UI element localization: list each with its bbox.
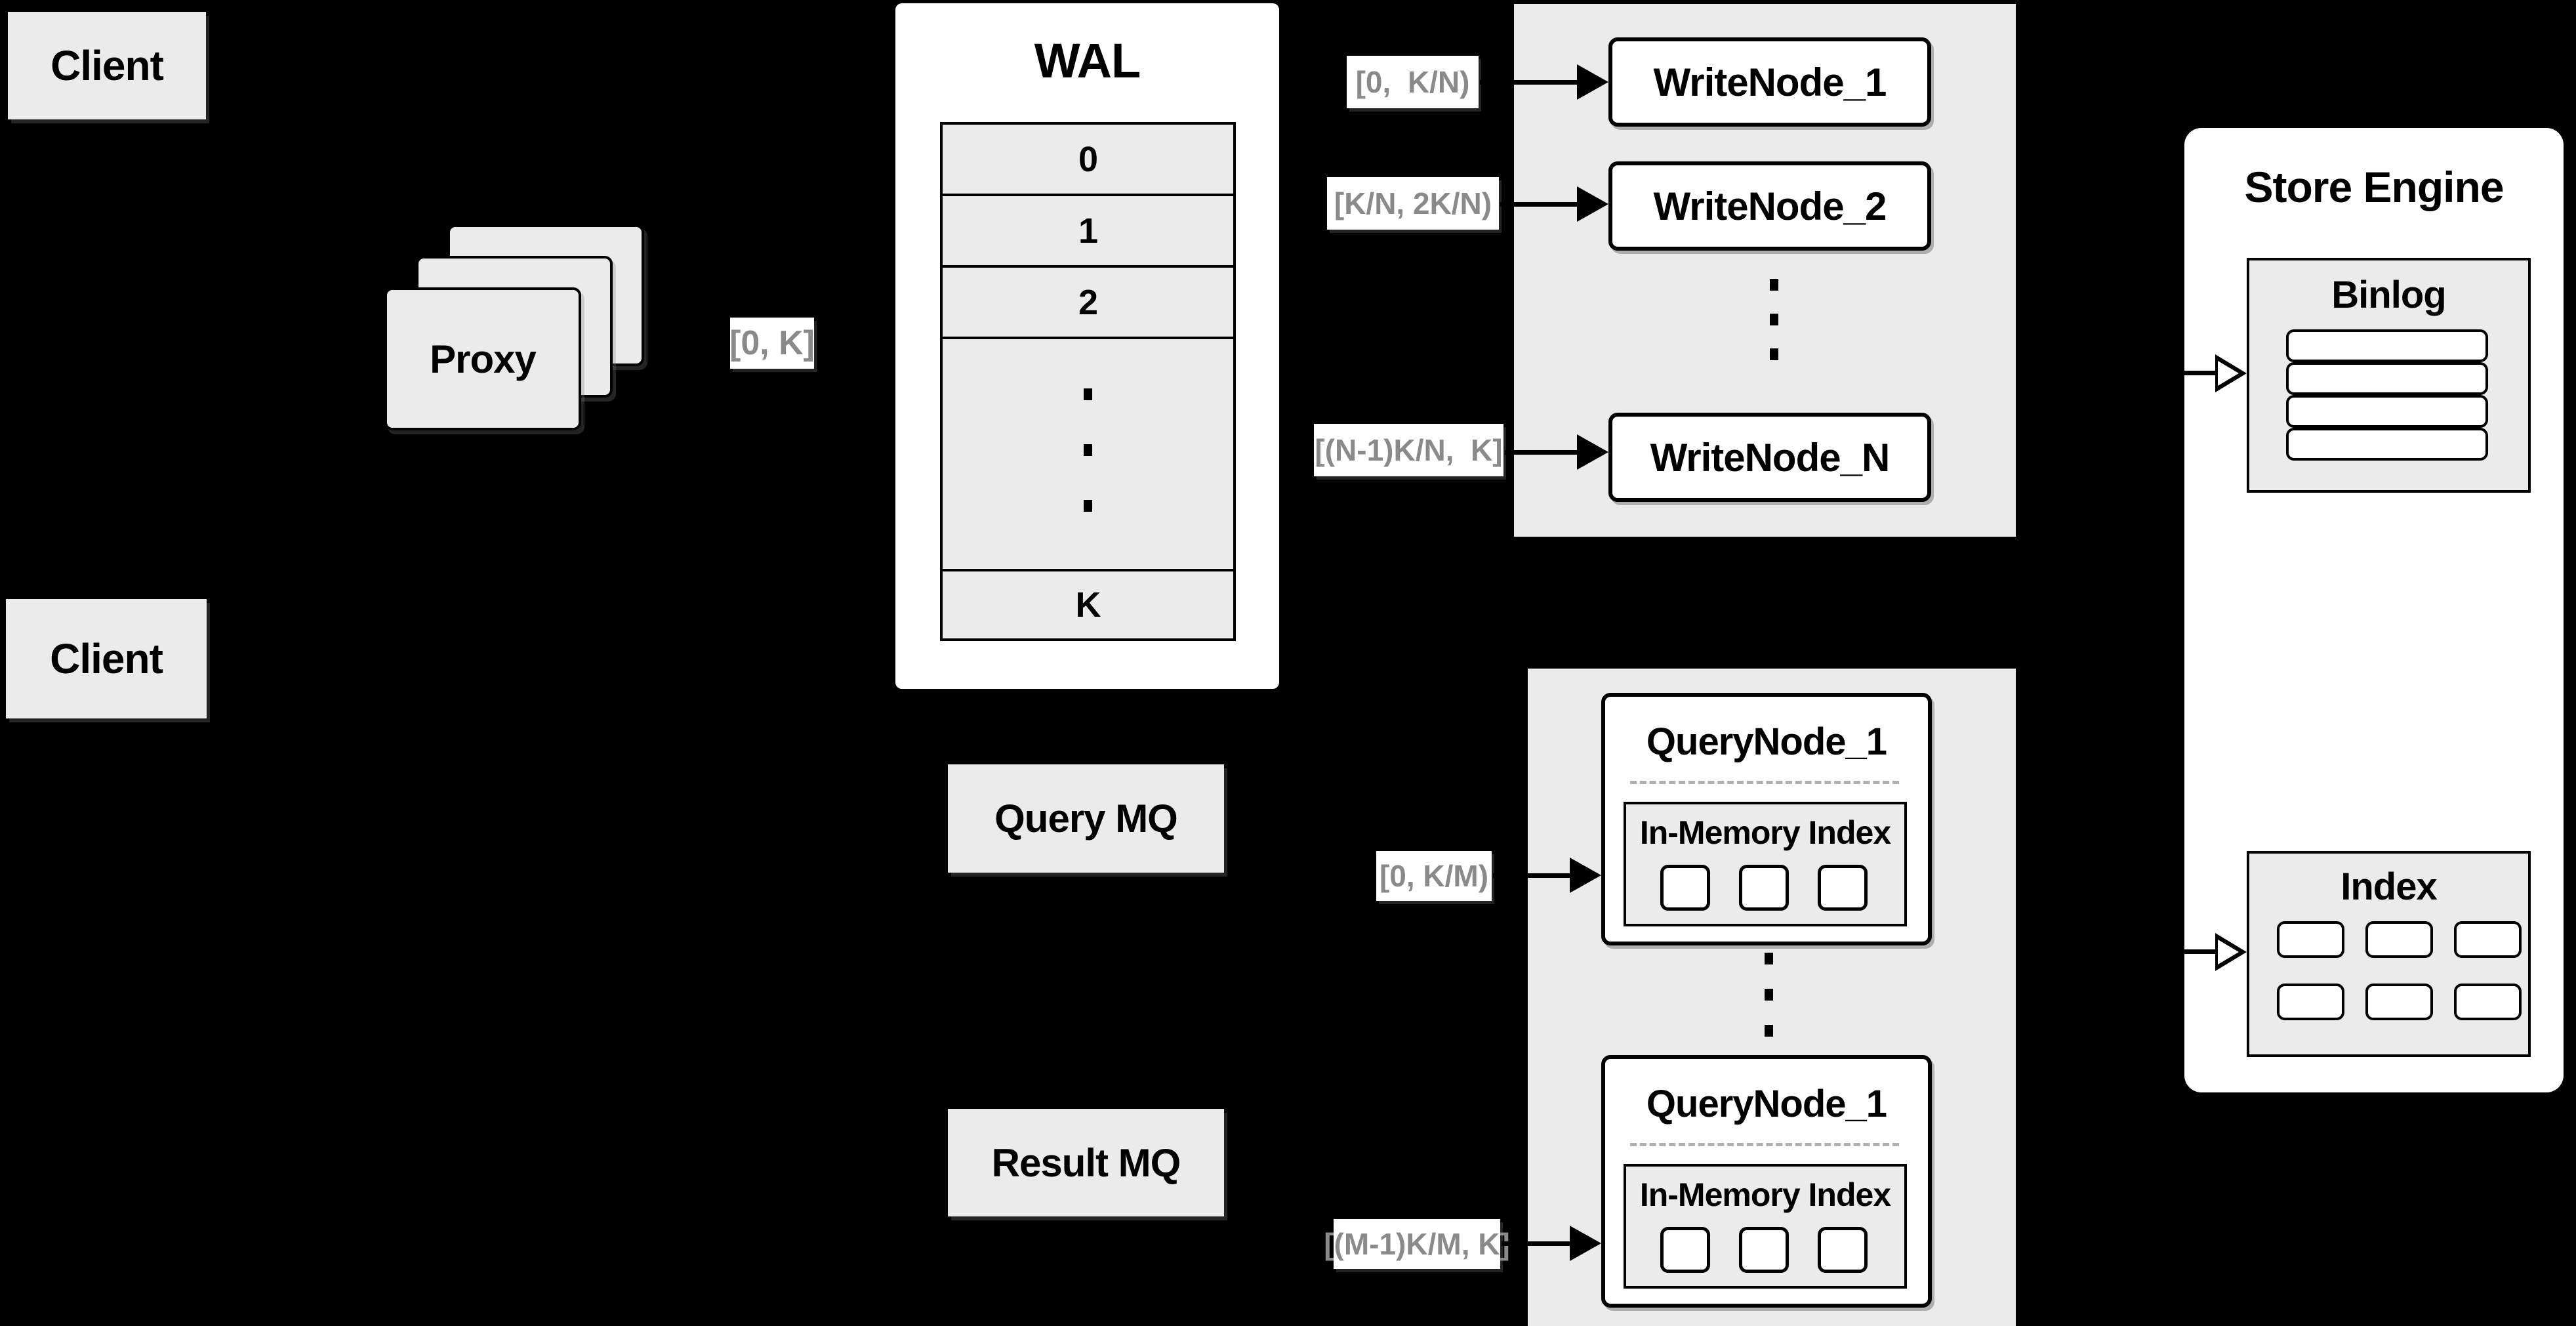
index-cell <box>2365 921 2433 958</box>
memory-segment-cell <box>1818 865 1868 911</box>
proxy-box-front: Proxy <box>384 287 581 430</box>
edge-label-writenode-2: [K/N, 2K/N) <box>1327 177 1499 230</box>
write-node-2-label: WriteNode_2 <box>1653 184 1887 228</box>
client-box-bottom: Client <box>6 599 207 718</box>
divider-dashed <box>1630 1143 1899 1146</box>
memory-segment-cell <box>1739 865 1789 911</box>
edge-label-writenode-n: [(N-1)K/N, K] <box>1314 424 1503 476</box>
wal-segment-row: 0 <box>940 122 1236 196</box>
index-title: Index <box>2341 865 2437 908</box>
binlog-row <box>2286 329 2488 362</box>
ellipsis-dot <box>1084 444 1092 456</box>
binlog-box: Binlog <box>2247 258 2531 493</box>
ellipsis-dot <box>1770 279 1778 291</box>
write-node-1-label: WriteNode_1 <box>1653 60 1887 104</box>
ellipsis-dot <box>1770 348 1778 360</box>
wal-segment-label: 1 <box>1078 211 1098 251</box>
wal-segment-label: 0 <box>1078 139 1098 179</box>
query-node-bottom-title: QueryNode_1 <box>1646 1082 1887 1125</box>
index-cell <box>2277 921 2344 958</box>
write-node-box-n: WriteNode_N <box>1608 413 1931 502</box>
wal-box: WAL 0 1 2 K <box>895 3 1279 689</box>
query-node-box-top: QueryNode_1 In-Memory Index <box>1601 693 1932 945</box>
index-cell <box>2277 984 2344 1020</box>
edge-label-writenode-1: [0, K/N) <box>1347 56 1479 108</box>
index-cell <box>2454 984 2522 1020</box>
memory-segment-cell <box>1660 865 1710 911</box>
divider-dashed <box>1630 781 1899 784</box>
wal-last-segment-label: K <box>1075 585 1101 625</box>
wal-segment-row: 2 <box>940 265 1236 339</box>
store-engine-title: Store Engine <box>2244 163 2504 211</box>
wal-title-row: WAL <box>895 30 1279 92</box>
binlog-row <box>2286 362 2488 395</box>
wal-segment-row: 1 <box>940 194 1236 268</box>
edge-label-proxy-to-wal: [0, K] <box>729 318 815 369</box>
index-box: Index <box>2247 851 2531 1057</box>
wal-segment-table: 0 1 2 K <box>940 122 1236 641</box>
client-box-top: Client <box>8 12 206 119</box>
client-top-label: Client <box>51 42 164 89</box>
query-node-box-bottom: QueryNode_1 In-Memory Index <box>1601 1055 1932 1308</box>
edge-label-querynode-1: [0, K/M) <box>1376 851 1492 901</box>
wal-segment-row-last: K <box>940 569 1236 641</box>
store-engine-title-row: Store Engine <box>2184 157 2564 217</box>
query-mq-box: Query MQ <box>948 764 1224 873</box>
ellipsis-dot <box>1084 500 1092 512</box>
binlog-title: Binlog <box>2331 273 2446 316</box>
wal-segment-label: 2 <box>1078 282 1098 322</box>
binlog-row <box>2286 395 2488 428</box>
in-memory-index-label: In-Memory Index <box>1639 1176 1891 1213</box>
proxy-label: Proxy <box>430 337 537 381</box>
in-memory-index-box-bottom: In-Memory Index <box>1624 1164 1907 1289</box>
edge-label-querynode-m: [(M-1)K/M, K] <box>1324 1219 1510 1269</box>
in-memory-index-box-top: In-Memory Index <box>1624 802 1907 926</box>
index-cell <box>2365 984 2433 1020</box>
ellipsis-dot <box>1770 314 1778 325</box>
store-engine-box: Store Engine Binlog Index <box>2184 128 2564 1092</box>
wal-ellipsis-row <box>940 337 1236 571</box>
result-mq-label: Result MQ <box>991 1140 1181 1185</box>
in-memory-index-label: In-Memory Index <box>1639 814 1891 851</box>
ellipsis-dot <box>1765 953 1773 964</box>
ellipsis-dot <box>1765 989 1773 1001</box>
wal-title: WAL <box>1034 33 1141 88</box>
result-mq-box: Result MQ <box>948 1109 1224 1216</box>
memory-segment-cell <box>1818 1227 1868 1273</box>
query-mq-label: Query MQ <box>994 797 1178 840</box>
client-bottom-label: Client <box>50 635 163 682</box>
memory-segment-cell <box>1739 1227 1789 1273</box>
write-node-n-label: WriteNode_N <box>1650 435 1891 480</box>
vertical-ellipsis <box>1084 375 1092 533</box>
query-node-top-title: QueryNode_1 <box>1646 720 1887 763</box>
memory-segment-cell <box>1660 1227 1710 1273</box>
ellipsis-dot <box>1765 1025 1773 1037</box>
binlog-row <box>2286 428 2488 461</box>
write-node-box-2: WriteNode_2 <box>1608 161 1931 251</box>
write-node-box-1: WriteNode_1 <box>1608 37 1931 127</box>
index-cell <box>2454 921 2522 958</box>
ellipsis-dot <box>1084 388 1092 400</box>
